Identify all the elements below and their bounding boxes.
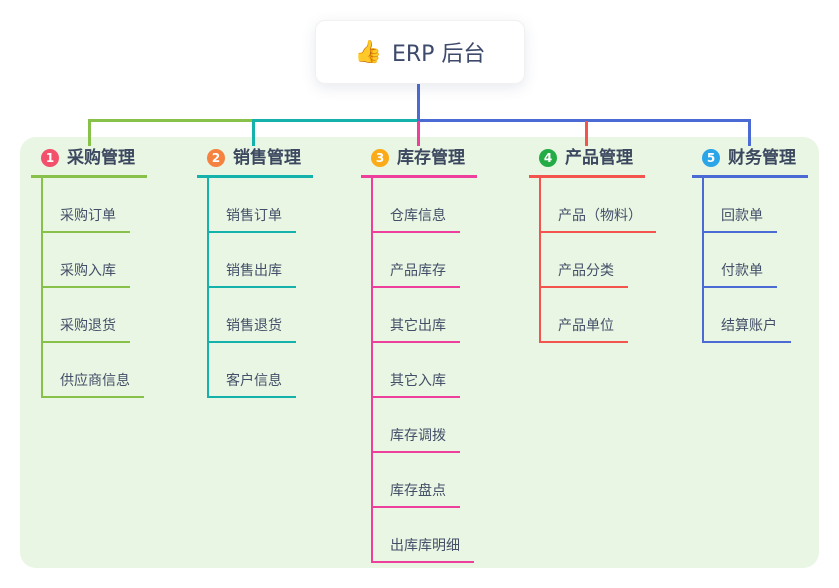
branch-number-badge: 5: [702, 149, 720, 167]
child-node[interactable]: 其它入库: [373, 343, 460, 398]
child-node-label: 付款单: [721, 263, 763, 279]
branch-3: 3 库存管理仓库信息产品库存其它出库其它入库库存调拨库存盘点出库库明细: [361, 145, 477, 563]
branch-title[interactable]: 4 产品管理: [529, 145, 645, 178]
child-node[interactable]: 仓库信息: [373, 178, 460, 233]
branch-1: 1 采购管理采购订单采购入库采购退货供应商信息: [31, 145, 147, 398]
branch-title[interactable]: 2 销售管理: [197, 145, 313, 178]
child-node-label: 库存盘点: [390, 483, 446, 499]
child-node[interactable]: 客户信息: [209, 343, 296, 398]
mindmap-panel: [20, 137, 819, 568]
branch-number-badge: 2: [207, 149, 225, 167]
branch-title-label: 财务管理: [728, 148, 796, 168]
branch-connector-drop: [585, 121, 588, 146]
child-node[interactable]: 出库库明细: [373, 508, 474, 563]
child-node[interactable]: 库存调拨: [373, 398, 460, 453]
branch-title-label: 销售管理: [233, 148, 301, 168]
child-node[interactable]: 回款单: [704, 178, 777, 233]
child-node-label: 出库库明细: [390, 538, 460, 554]
child-node[interactable]: 销售退货: [209, 288, 296, 343]
child-node[interactable]: 付款单: [704, 233, 777, 288]
child-node[interactable]: 采购订单: [43, 178, 130, 233]
branch-children: 仓库信息产品库存其它出库其它入库库存调拨库存盘点出库库明细: [371, 178, 474, 563]
root-node-label: ERP 后台: [391, 42, 486, 67]
child-node[interactable]: 供应商信息: [43, 343, 144, 398]
root-connector-line: [417, 82, 420, 119]
child-node-label: 采购订单: [60, 208, 116, 224]
child-node[interactable]: 结算账户: [704, 288, 791, 343]
child-node[interactable]: 其它出库: [373, 288, 460, 343]
branch-2: 2 销售管理销售订单销售出库销售退货客户信息: [197, 145, 313, 398]
branch-title-label: 采购管理: [67, 148, 135, 168]
child-node[interactable]: 库存盘点: [373, 453, 460, 508]
branch-title[interactable]: 5 财务管理: [692, 145, 808, 178]
child-node[interactable]: 采购入库: [43, 233, 130, 288]
child-node-label: 销售退货: [226, 318, 282, 334]
child-node-label: 客户信息: [226, 373, 282, 389]
branch-5: 5 财务管理回款单付款单结算账户: [692, 145, 808, 343]
root-node[interactable]: 👍 ERP 后台: [315, 20, 525, 84]
branch-number-badge: 4: [539, 149, 557, 167]
branch-connector-drop: [88, 121, 91, 146]
branch-number-badge: 1: [41, 149, 59, 167]
child-node[interactable]: 产品（物料）: [541, 178, 656, 233]
branch-connector-drop: [748, 121, 751, 146]
child-node[interactable]: 销售出库: [209, 233, 296, 288]
child-node[interactable]: 销售订单: [209, 178, 296, 233]
branch-children: 采购订单采购入库采购退货供应商信息: [41, 178, 144, 398]
child-node-label: 其它入库: [390, 373, 446, 389]
branch-title[interactable]: 3 库存管理: [361, 145, 477, 178]
child-node[interactable]: 产品分类: [541, 233, 628, 288]
child-node-label: 库存调拨: [390, 428, 446, 444]
branch-title-label: 库存管理: [397, 148, 465, 168]
child-node-label: 产品（物料）: [558, 208, 642, 224]
child-node-label: 回款单: [721, 208, 763, 224]
child-node-label: 采购退货: [60, 318, 116, 334]
child-node-label: 产品单位: [558, 318, 614, 334]
branch-children: 回款单付款单结算账户: [702, 178, 791, 343]
child-node[interactable]: 产品库存: [373, 233, 460, 288]
child-node[interactable]: 采购退货: [43, 288, 130, 343]
child-node-label: 其它出库: [390, 318, 446, 334]
child-node-label: 供应商信息: [60, 373, 130, 389]
branch-title[interactable]: 1 采购管理: [31, 145, 147, 178]
branch-4: 4 产品管理产品（物料） 产品分类产品单位: [529, 145, 656, 343]
child-node-label: 产品库存: [390, 263, 446, 279]
child-node-label: 产品分类: [558, 263, 614, 279]
thumbs-up-icon: 👍: [354, 39, 382, 65]
child-node[interactable]: 产品单位: [541, 288, 628, 343]
child-node-label: 结算账户: [721, 318, 777, 334]
child-node-label: 销售出库: [226, 263, 282, 279]
branch-connector-drop: [252, 121, 255, 146]
child-node-label: 仓库信息: [390, 208, 446, 224]
connector-horizontal-segment: [88, 119, 255, 122]
child-node-label: 销售订单: [226, 208, 282, 224]
branch-children: 销售订单销售出库销售退货客户信息: [207, 178, 296, 398]
branch-children: 产品（物料） 产品分类产品单位: [539, 178, 656, 343]
connector-horizontal-segment: [417, 119, 751, 122]
branch-title-label: 产品管理: [565, 148, 633, 168]
child-node-label: 采购入库: [60, 263, 116, 279]
branch-connector-drop: [417, 121, 420, 146]
branch-number-badge: 3: [371, 149, 389, 167]
connector-horizontal-segment: [252, 119, 417, 122]
